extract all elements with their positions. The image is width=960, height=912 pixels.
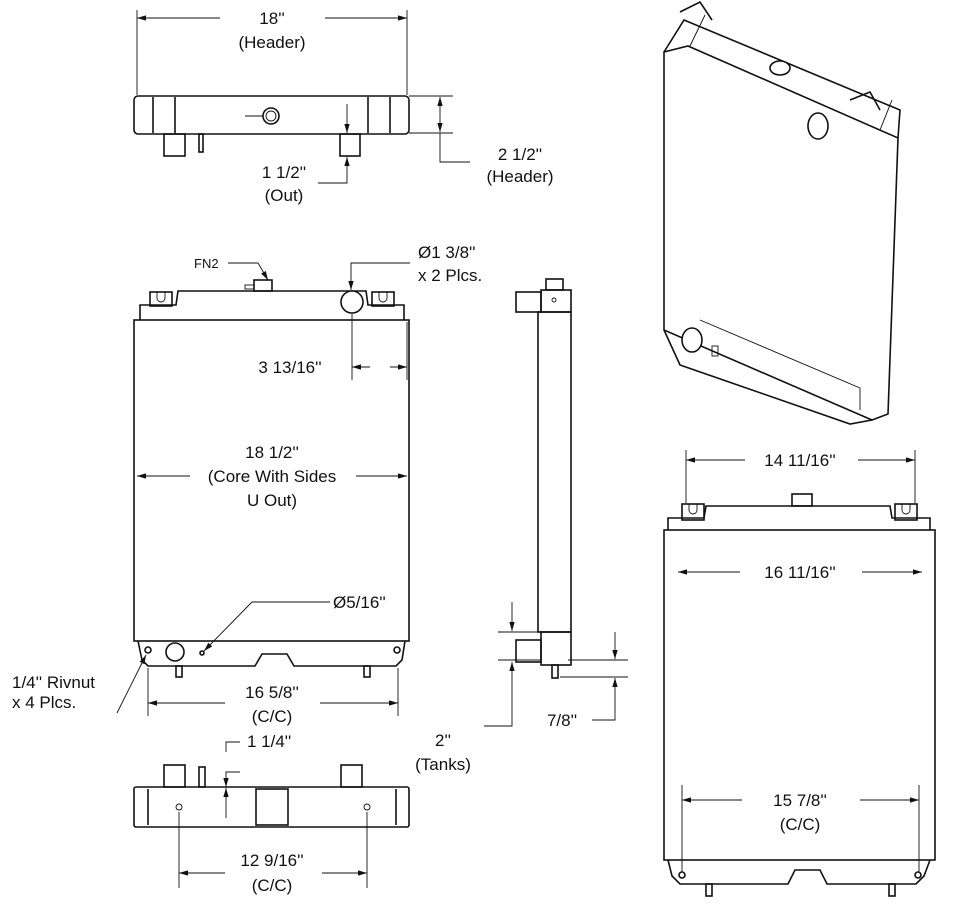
fill-neck-label: FN2	[194, 256, 219, 271]
rear-view: 14 11/16'' 16 11/16'' 15 7/8'' (C/C)	[663, 450, 936, 897]
outlet-value: 1 1/2''	[262, 163, 306, 182]
pin-length-value: 7/8''	[547, 711, 577, 730]
rear-mount-cc-note: (C/C)	[780, 815, 821, 834]
core-width-note-1: (Core With Sides	[208, 467, 336, 486]
mount-cc-value: 16 5/8''	[245, 683, 299, 702]
rivnut-label: 1/4'' Rivnut	[12, 673, 95, 692]
rivnut-quantity: x 4 Plcs.	[12, 693, 76, 712]
tank-value: 2''	[435, 731, 451, 750]
header-width-note: (Header)	[238, 33, 305, 52]
header-height-note: (Header)	[486, 167, 553, 186]
isometric-view	[663, 0, 901, 425]
tank-note: (Tanks)	[415, 755, 471, 774]
top-view: 18'' (Header) 2 1/2'' (Header) 1 1/2'' (…	[133, 9, 554, 205]
inlet-quantity: x 2 Plcs.	[418, 266, 482, 285]
bottom-pin-value: 1 1/4''	[247, 732, 291, 751]
outlet-note: (Out)	[265, 186, 304, 205]
front-view: FN2 Ø1 3/8'' x 2 Plcs. 3 13/16'' 18 1/2'…	[12, 243, 482, 726]
mount-cc-note: (C/C)	[252, 707, 293, 726]
core-width-value: 18 1/2''	[245, 443, 299, 462]
header-width-value: 18''	[259, 9, 284, 28]
rear-mount-cc-value: 15 7/8''	[773, 791, 827, 810]
drain-diameter: Ø5/16''	[333, 593, 386, 612]
header-height-value: 2 1/2''	[498, 145, 542, 164]
inlet-offset-value: 3 13/16''	[258, 358, 321, 377]
side-view: 2'' (Tanks) 7/8''	[415, 278, 628, 774]
core-width-note-2: U Out)	[247, 491, 297, 510]
overall-width-value: 16 11/16''	[764, 563, 835, 582]
bottom-view: 1 1/4'' 12 9/16'' (C/C)	[133, 732, 410, 895]
bracket-cc-value: 14 11/16''	[764, 451, 835, 470]
hole-cc-note: (C/C)	[252, 876, 293, 895]
hole-cc-value: 12 9/16''	[240, 851, 303, 870]
inlet-diameter: Ø1 3/8''	[418, 243, 476, 262]
